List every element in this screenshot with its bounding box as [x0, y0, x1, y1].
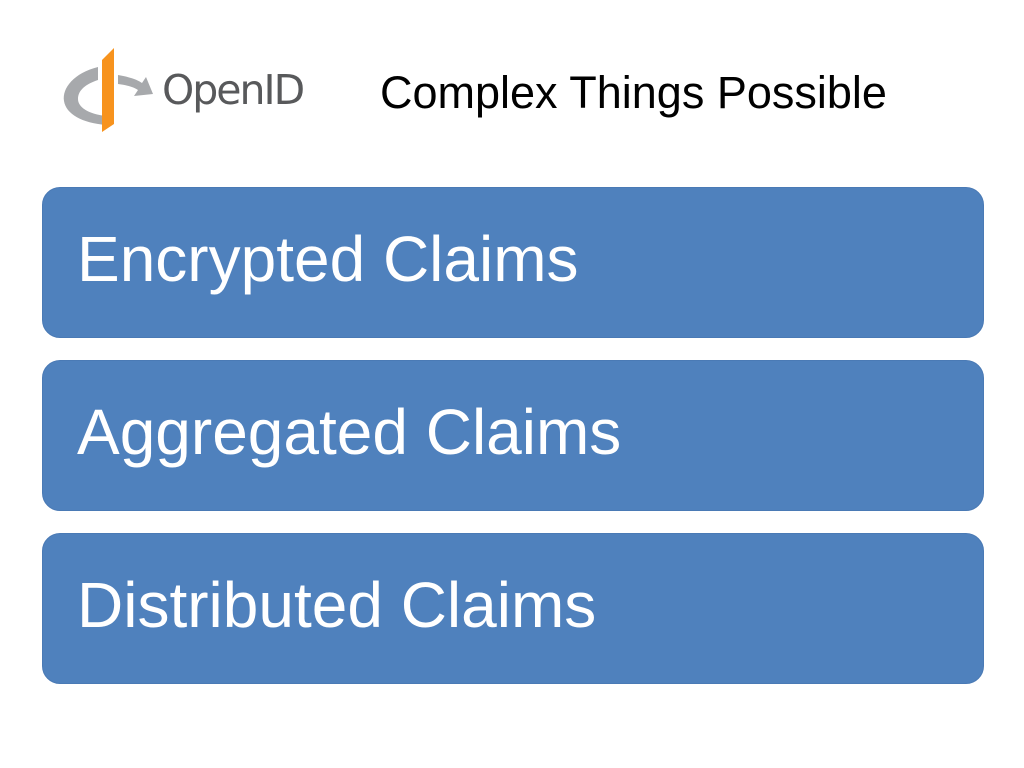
- openid-logo: OpenID: [62, 44, 332, 134]
- claim-label: Encrypted Claims: [77, 222, 579, 295]
- slide-title: Complex Things Possible: [380, 67, 887, 118]
- openid-logo-icon: [63, 48, 153, 132]
- claim-label: Distributed Claims: [77, 568, 597, 641]
- claim-box-encrypted: Encrypted Claims: [42, 187, 984, 338]
- claim-box-aggregated: Aggregated Claims: [42, 360, 984, 511]
- claims-list: Encrypted Claims Aggregated Claims Distr…: [42, 187, 984, 684]
- claim-box-distributed: Distributed Claims: [42, 533, 984, 684]
- claim-label: Aggregated Claims: [77, 395, 622, 468]
- openid-wordmark: OpenID: [162, 66, 305, 114]
